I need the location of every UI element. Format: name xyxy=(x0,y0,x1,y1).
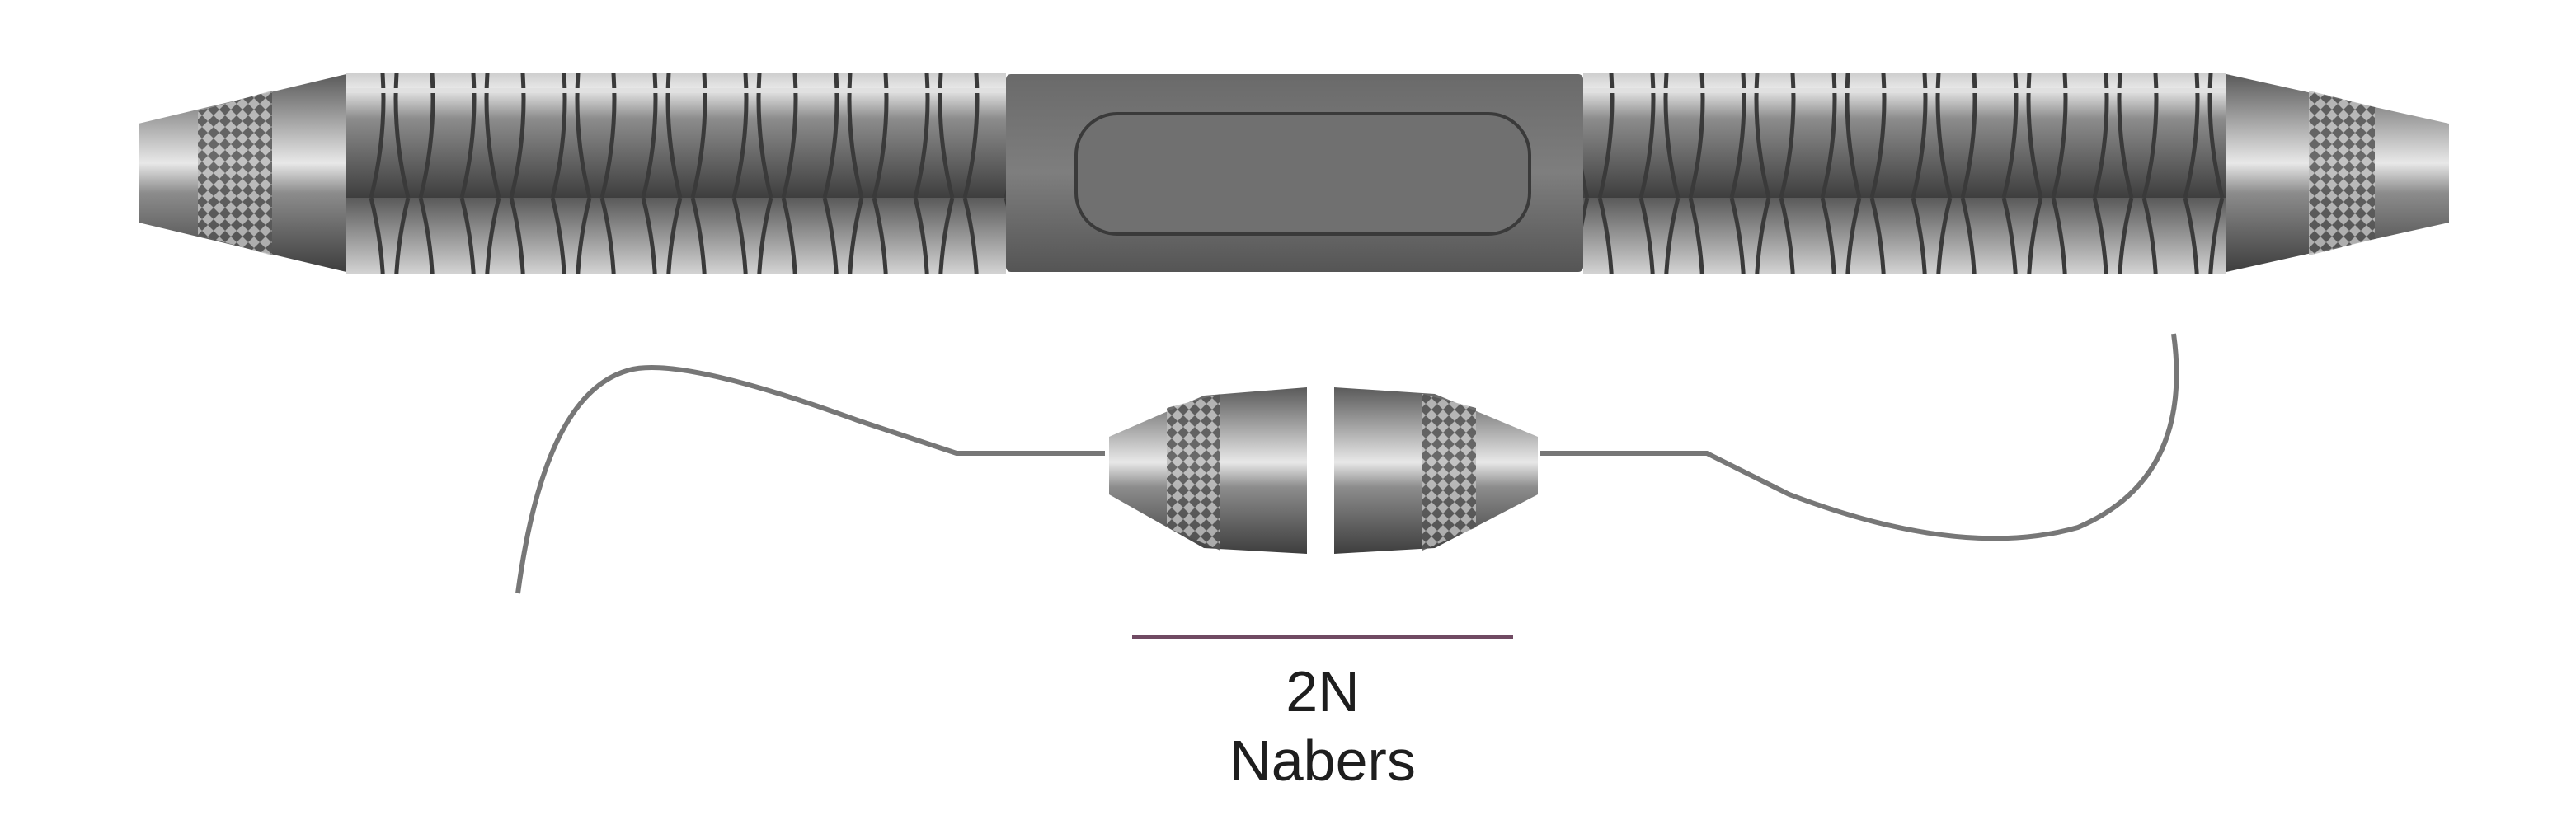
right-tip xyxy=(1540,333,2179,541)
right-grip-pattern xyxy=(1583,73,2226,274)
instrument-code: 2N xyxy=(1286,659,1360,724)
instrument-name: Nabers xyxy=(1229,729,1416,793)
working-ends xyxy=(515,333,2179,594)
left-knurl xyxy=(198,91,272,255)
right-knurl xyxy=(2309,91,2375,255)
left-tip xyxy=(515,365,1105,594)
handle xyxy=(139,73,2449,274)
divider-line xyxy=(1132,635,1513,639)
left-grip-pattern xyxy=(346,73,1006,274)
label-plate xyxy=(1074,112,1531,236)
